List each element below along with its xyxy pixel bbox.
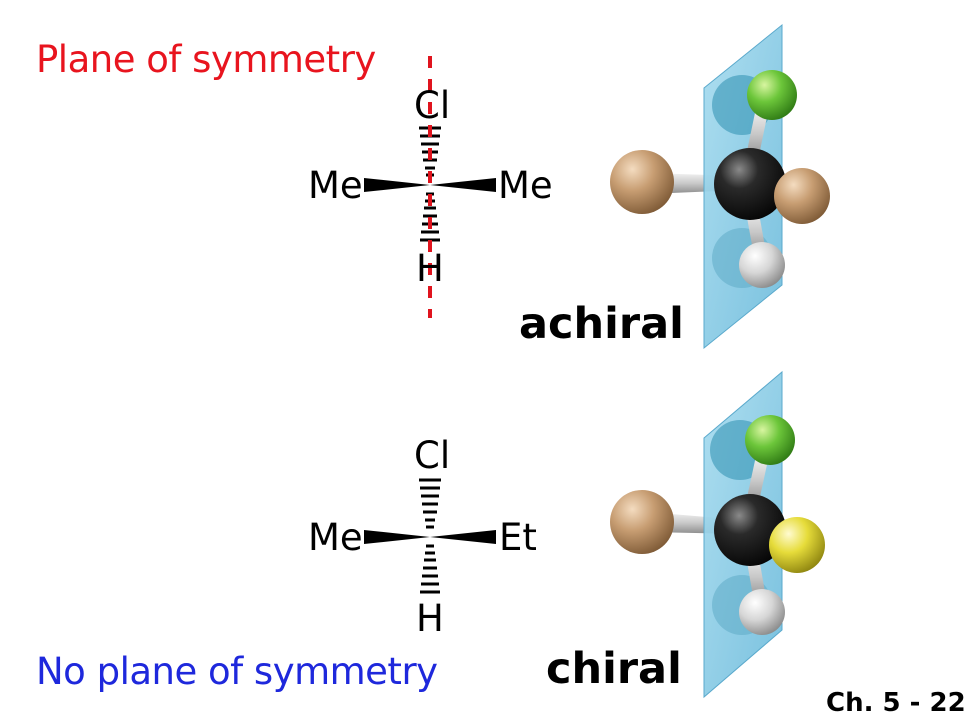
chlorine-ball — [745, 415, 795, 465]
hydrogen-ball — [739, 242, 785, 288]
wedge-bond-right — [430, 530, 496, 544]
chlorine-ball — [747, 70, 797, 120]
carbon-ball — [714, 148, 786, 220]
hashed-bond-down — [420, 544, 440, 594]
atom-label-h: H — [416, 247, 444, 290]
achiral-ball-model — [610, 23, 830, 350]
no-plane-of-symmetry-heading: No plane of symmetry — [36, 650, 438, 693]
atom-label-cl: Cl — [414, 84, 451, 127]
wedge-bond-left — [364, 530, 430, 544]
wedge-bond-right — [430, 178, 496, 192]
methyl-ball-right — [774, 168, 830, 224]
hashed-bond-up — [419, 478, 441, 529]
carbon-ball — [714, 494, 786, 566]
atom-label-left: Me — [308, 164, 363, 207]
chiral-structure — [364, 478, 496, 594]
plane-of-symmetry-heading: Plane of symmetry — [36, 38, 376, 81]
atom-label-right: Me — [498, 164, 553, 207]
chiral-ball-model — [610, 370, 825, 699]
slide-number: Ch. 5 - 22 — [826, 688, 966, 718]
chiral-label: chiral — [546, 644, 682, 694]
achiral-label: achiral — [519, 299, 684, 349]
hydrogen-ball — [739, 589, 785, 635]
atom-label-right: Et — [499, 516, 537, 559]
methyl-ball-left — [610, 150, 674, 214]
ethyl-ball — [769, 517, 825, 573]
atom-label-cl: Cl — [414, 434, 451, 477]
wedge-bond-left — [364, 178, 430, 192]
methyl-ball-left — [610, 490, 674, 554]
atom-label-h: H — [416, 597, 444, 640]
atom-label-left: Me — [308, 516, 363, 559]
